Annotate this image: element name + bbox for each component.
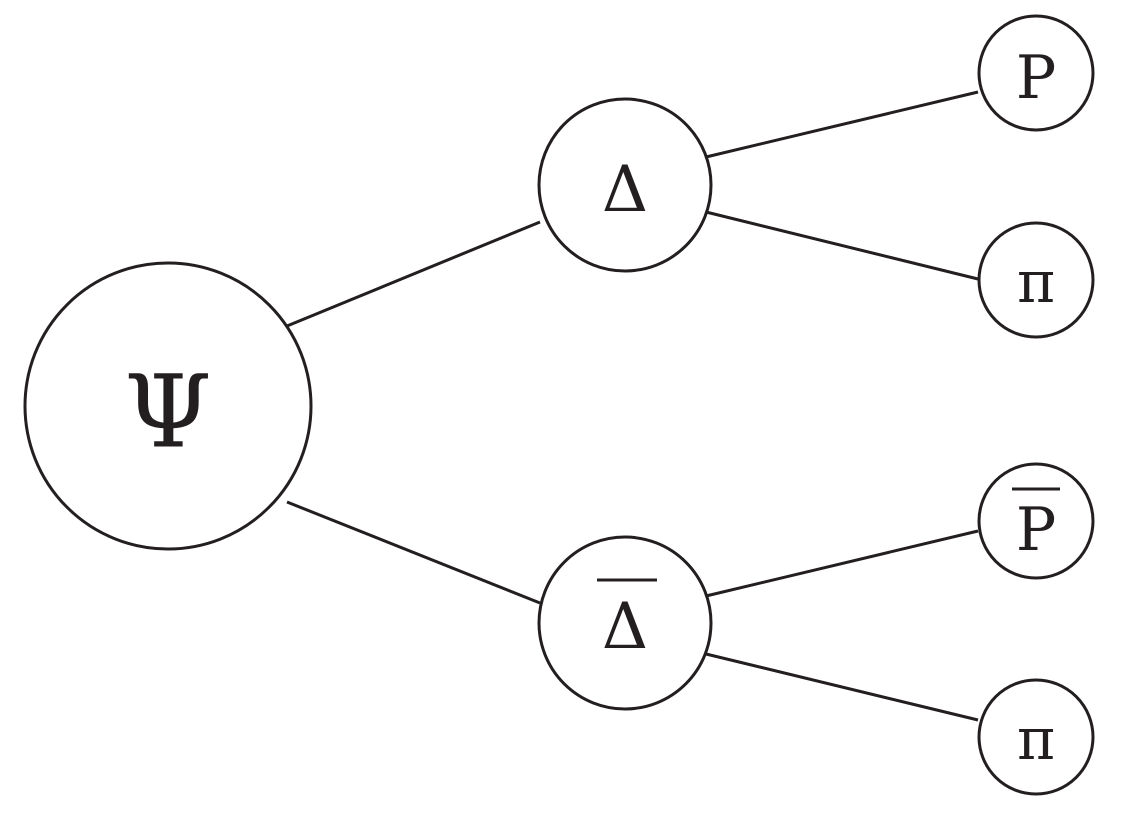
node-upper-top: P xyxy=(977,14,1095,132)
edge-root-to-upper-mid xyxy=(286,220,541,328)
edge-root-to-lower-mid xyxy=(286,500,541,605)
edge-upper-mid-to-upper-bottom xyxy=(705,210,979,281)
node-lower-top: P xyxy=(977,462,1095,580)
node-upper-bottom: π xyxy=(977,221,1095,339)
node-upper-mid-label: Δ xyxy=(602,153,648,227)
node-upper-top-label: P xyxy=(1016,43,1056,113)
node-upper-mid: Δ xyxy=(537,97,713,273)
edge-lower-mid-to-lower-bottom xyxy=(705,652,979,722)
edge-upper-mid-to-upper-top xyxy=(705,90,979,159)
node-lower-top-label: P xyxy=(1016,495,1056,565)
node-root: Ψ xyxy=(23,261,313,551)
node-root-label: Ψ xyxy=(124,354,212,471)
node-upper-bottom-label: π xyxy=(1017,248,1055,316)
node-lower-bottom-label: π xyxy=(1017,705,1055,773)
node-lower-mid: Δ xyxy=(537,535,713,711)
node-lower-mid-label: Δ xyxy=(602,590,648,664)
edge-lower-mid-to-lower-top xyxy=(705,529,979,598)
node-lower-bottom: π xyxy=(977,678,1095,796)
